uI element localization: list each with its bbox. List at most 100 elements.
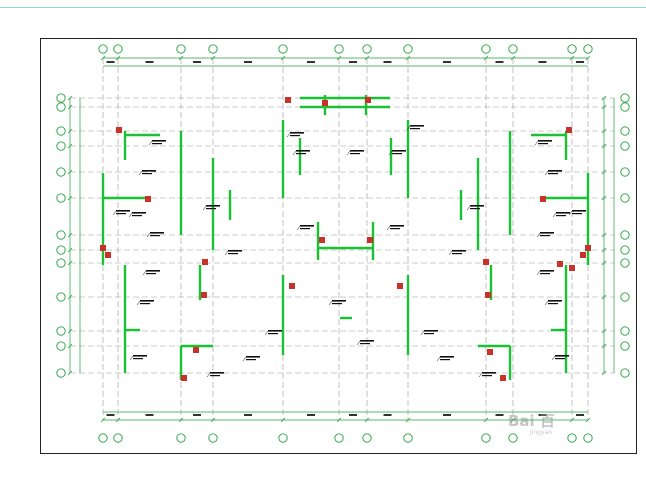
dimension-tick [280,417,286,423]
annotation-text-mark [268,333,278,335]
dimension-tick [67,169,73,175]
column-mark [569,265,575,271]
annotation-text-mark [548,300,562,302]
axis-bubble-icon [176,44,186,54]
axis-bubble-icon [98,433,108,443]
annotation-text-mark [300,228,310,230]
shear-walls [101,95,590,380]
axis-bubble-icon [208,44,218,54]
dimension-lines [67,55,615,423]
dimension-tick [601,260,607,266]
annotation-text-mark [572,213,582,215]
annotation-leader [346,150,351,156]
column-mark [116,127,122,133]
dimension-tick [115,55,121,61]
dimension-tick [569,417,575,423]
annotation-text-mark [540,235,550,237]
axis-bubble-icon [113,44,123,54]
annotation-text-mark [452,253,462,255]
annotation-text-mark [540,273,550,275]
dimension-tick [67,128,73,134]
dimension-tick [67,95,73,101]
column-mark [289,283,295,289]
annotation-leader [420,330,425,336]
annotation-marks [112,125,586,378]
dimension-tick [178,55,184,61]
column-mark [285,97,291,103]
annotation-text-mark [410,125,424,127]
annotation-leader [552,212,557,218]
dimension-tick [210,417,216,423]
annotation-text-mark [146,273,156,275]
annotation-text-mark [548,170,562,172]
annotation-text-mark [555,355,569,357]
annotation-text-mark [424,333,434,335]
axis-bubble-icon [403,433,413,443]
annotation-leader [436,356,441,362]
annotation-text-mark [410,128,420,130]
annotation-text-mark [332,303,342,305]
dimension-tick [601,195,607,201]
dimension-value-mark [538,414,547,416]
axis-bubble-icon [362,433,372,443]
axis-bubble-icon [56,258,66,268]
dimension-tick [364,417,370,423]
dimension-tick [601,169,607,175]
dimension-tick [67,143,73,149]
annotation-text-mark [228,253,238,255]
axis-bubble-icon [620,167,630,177]
dimension-value-mark [383,61,392,63]
annotation-leader [478,372,483,378]
axis-bubble-icon [620,245,630,255]
dimension-tick [336,417,342,423]
annotation-text-mark [538,143,548,145]
axis-bubble-icon [583,44,593,54]
dimension-tick [210,55,216,61]
axis-bubble-icon [508,44,518,54]
axis-bubble-icon [481,44,491,54]
column-marks [100,97,591,381]
axis-bubble-icon [56,93,66,103]
dimension-tick [67,247,73,253]
annotation-leader [466,205,471,211]
column-mark [487,349,493,355]
dimension-tick [601,247,607,253]
header-rule [0,7,646,8]
annotation-text-mark [300,225,314,227]
annotation-text-mark [140,300,154,302]
dimension-value-mark [244,414,252,416]
axis-bubble-icon [278,44,288,54]
axis-bubble-icon [56,326,66,336]
annotation-leader [129,355,134,361]
dimension-value-mark [495,414,504,416]
annotation-text-mark [482,375,492,377]
annotation-leader [138,170,143,176]
annotation-text-mark [146,270,160,272]
column-mark [322,100,328,106]
annotation-leader [146,232,151,238]
axis-bubble-icon [620,193,630,203]
axis-bubble-icon [508,433,518,443]
dimension-tick [336,55,342,61]
annotation-text-mark [548,303,558,305]
column-mark [566,127,572,133]
annotation-text-mark [142,173,152,175]
dimension-tick [483,55,489,61]
axis-bubble-icon [98,44,108,54]
column-mark [105,252,111,258]
axis-bubble-icon [620,368,630,378]
dimension-value-mark [576,414,584,416]
annotation-text-mark [392,150,406,152]
annotation-text-mark [350,153,360,155]
annotation-text-mark [116,210,130,212]
axis-bubble-icon [56,193,66,203]
dimension-tick [67,195,73,201]
annotation-leader [206,372,211,378]
dimension-tick [601,343,607,349]
annotation-text-mark [132,215,142,217]
annotation-text-mark [470,205,484,207]
column-mark [367,237,373,243]
dimension-value-mark [307,414,315,416]
annotation-text-mark [540,270,554,272]
annotation-text-mark [142,170,156,172]
